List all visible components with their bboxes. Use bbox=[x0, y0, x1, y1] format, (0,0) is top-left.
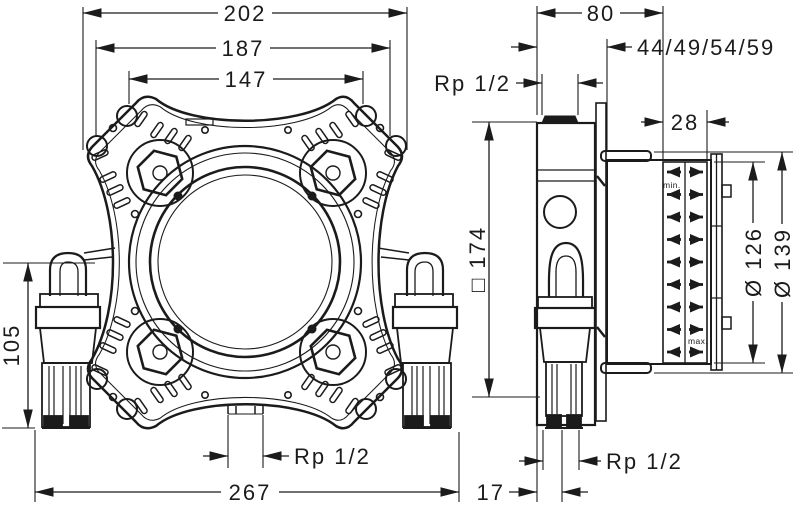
front-pipe-span-label: 267 bbox=[229, 480, 272, 505]
top-port bbox=[541, 115, 579, 124]
side-inner-diameter-label: Ø 126 bbox=[741, 227, 766, 297]
side-square-size-label: □ 174 bbox=[465, 226, 490, 292]
corner-holes bbox=[86, 105, 407, 420]
front-overall-width-label: 202 bbox=[224, 1, 267, 26]
front-bottom-thread-label: Rp 1/2 bbox=[294, 444, 371, 469]
pipe-connection-left bbox=[34, 246, 117, 430]
max-depth-label: max. bbox=[688, 336, 708, 346]
side-top-thread-label: Rp 1/2 bbox=[434, 71, 511, 96]
ring-notches bbox=[173, 191, 317, 334]
side-view: min. max. bbox=[533, 102, 732, 429]
min-depth-label: min. bbox=[663, 180, 681, 190]
side-depth-variants-label: 44/49/54/59 bbox=[637, 35, 775, 60]
front-inner-width-label: 147 bbox=[225, 67, 268, 92]
front-plate-width-label: 187 bbox=[222, 36, 265, 61]
hex-screws bbox=[125, 138, 368, 387]
extension-lines bbox=[2, 6, 793, 502]
end-cap bbox=[710, 153, 732, 371]
plaster-shield-cylinder: min. max. bbox=[600, 150, 712, 374]
bottom-port bbox=[227, 404, 264, 415]
grip-slots bbox=[90, 109, 403, 416]
side-depth-label: 80 bbox=[587, 1, 615, 26]
side-bottom-thread-label: Rp 1/2 bbox=[606, 449, 683, 474]
central-opening bbox=[127, 144, 363, 380]
pilot-holes bbox=[108, 123, 385, 402]
top-tab bbox=[185, 118, 214, 126]
housing-body bbox=[535, 115, 597, 427]
side-outer-diameter-label: Ø 139 bbox=[770, 228, 795, 298]
side-axis-offset-label: 17 bbox=[477, 480, 505, 505]
front-pipe-height-label: 105 bbox=[0, 324, 24, 367]
side-adjust-range-label: 28 bbox=[671, 110, 699, 135]
front-view bbox=[34, 95, 459, 430]
pipe-connection-side bbox=[533, 241, 597, 429]
